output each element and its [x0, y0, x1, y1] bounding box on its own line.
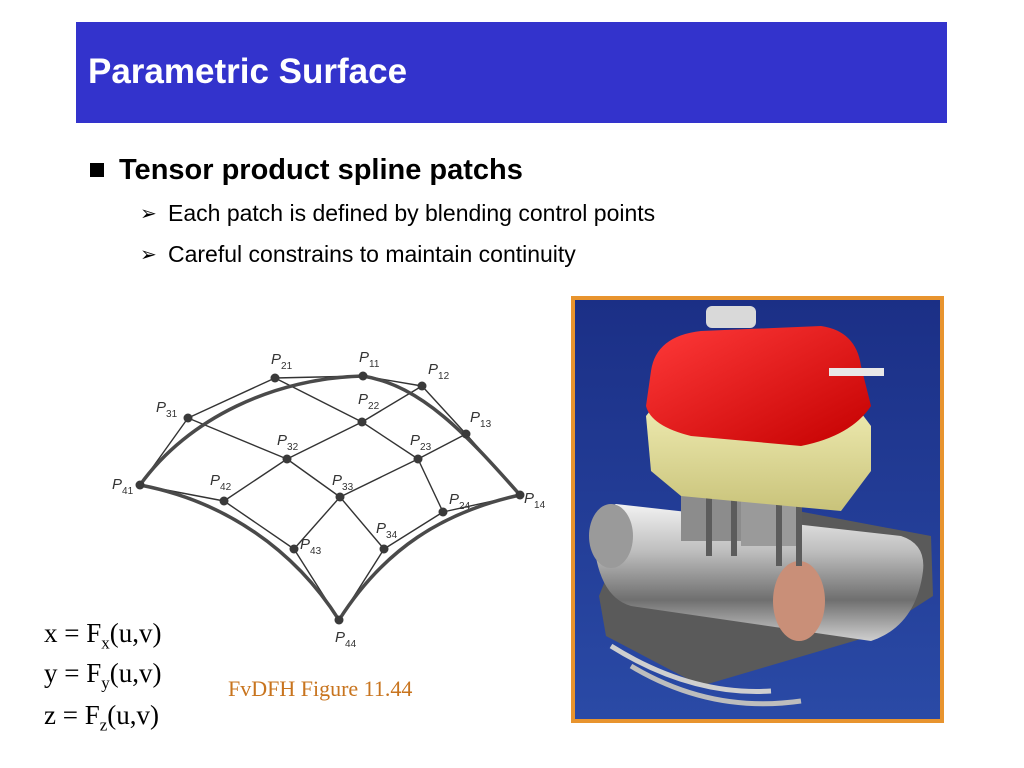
square-bullet-icon [90, 163, 104, 177]
eq-fn: F [86, 618, 102, 648]
eq-lhs: y [44, 658, 58, 688]
control-point-label: P13 [470, 409, 492, 430]
control-point-label: P14 [524, 490, 546, 511]
control-point [270, 373, 280, 383]
figure-caption: FvDFH Figure 11.44 [228, 676, 413, 701]
eq-lhs: x [44, 618, 58, 648]
sub-bullet-text: Each patch is defined by blending contro… [168, 199, 656, 226]
control-net-line [187, 377, 276, 419]
control-net-line [274, 377, 363, 423]
control-point-label: P21 [271, 351, 293, 372]
control-point-label: P12 [428, 361, 450, 382]
control-point-label: P31 [156, 399, 178, 420]
eq-sub: z [99, 715, 108, 735]
control-point [357, 417, 367, 427]
eq-fn: F [84, 700, 100, 730]
control-net-line [293, 496, 341, 550]
control-point [282, 454, 292, 464]
eq-args: (u,v) [109, 618, 162, 648]
equation-y: y = Fy(u,v) [44, 658, 162, 693]
control-point-label: P32 [277, 432, 299, 453]
control-net-line [421, 385, 467, 435]
sub-bullet-text: Careful constrains to maintain continuit… [168, 240, 576, 267]
control-point-label: P23 [410, 432, 432, 453]
control-point [135, 480, 145, 490]
control-point-label: P11 [359, 349, 380, 370]
eq-fn: F [86, 658, 102, 688]
eq-lhs: z [44, 700, 56, 730]
control-point-label: P24 [449, 491, 471, 512]
eq-args: (u,v) [107, 700, 160, 730]
title-bar: Parametric Surface [76, 22, 947, 123]
control-point [335, 492, 345, 502]
control-point-label: P33 [332, 472, 354, 493]
patch-boundary-curve [362, 374, 522, 497]
control-net-line [361, 385, 423, 423]
patch-boundary-curve [337, 493, 521, 621]
control-net-line [417, 433, 467, 460]
arrow-bullet-icon: ➢ [140, 243, 157, 266]
control-point-label: P44 [335, 629, 357, 650]
sub-bullet: ➢ Careful constrains to maintain continu… [140, 239, 576, 269]
control-net-line [339, 496, 385, 550]
control-net-line [223, 500, 295, 550]
control-net-line [223, 458, 288, 502]
eq-sub: x [101, 633, 110, 653]
control-point-label: P43 [300, 536, 322, 557]
arrow-bullet-icon: ➢ [140, 202, 157, 225]
valve-photo [571, 296, 944, 723]
control-net-line [361, 421, 419, 460]
eq-sub: y [101, 673, 110, 693]
control-point [334, 615, 344, 625]
control-point [358, 371, 368, 381]
eq-op: = [64, 658, 80, 688]
control-point [417, 381, 427, 391]
control-net-line [286, 421, 363, 460]
control-point-label: P22 [358, 391, 380, 412]
eq-op: = [64, 618, 80, 648]
patch-boundary-curve [138, 374, 364, 487]
equation-z: z = Fz(u,v) [44, 700, 159, 735]
valve-illustration [571, 296, 944, 723]
control-net-line [417, 458, 444, 513]
control-point [413, 454, 423, 464]
control-point-label: P42 [210, 472, 232, 493]
control-point [289, 544, 299, 554]
control-net-line [383, 511, 444, 550]
control-point-label: P41 [112, 476, 134, 497]
control-point [219, 496, 229, 506]
eq-args: (u,v) [109, 658, 162, 688]
control-point [183, 413, 193, 423]
patch-boundary-curve [139, 483, 341, 621]
control-point [515, 490, 525, 500]
control-point [461, 429, 471, 439]
control-point [379, 544, 389, 554]
control-net-line [286, 458, 341, 498]
eq-op: = [62, 700, 78, 730]
control-net-line [339, 458, 419, 498]
equation-x: x = Fx(u,v) [44, 618, 162, 653]
slide-title: Parametric Surface [88, 52, 408, 91]
main-bullet-text: Tensor product spline patchs [119, 153, 523, 186]
sub-bullet: ➢ Each patch is defined by blending cont… [140, 198, 655, 228]
control-point-label: P34 [376, 520, 398, 541]
control-point [438, 507, 448, 517]
main-bullet: Tensor product spline patchs [90, 150, 523, 190]
